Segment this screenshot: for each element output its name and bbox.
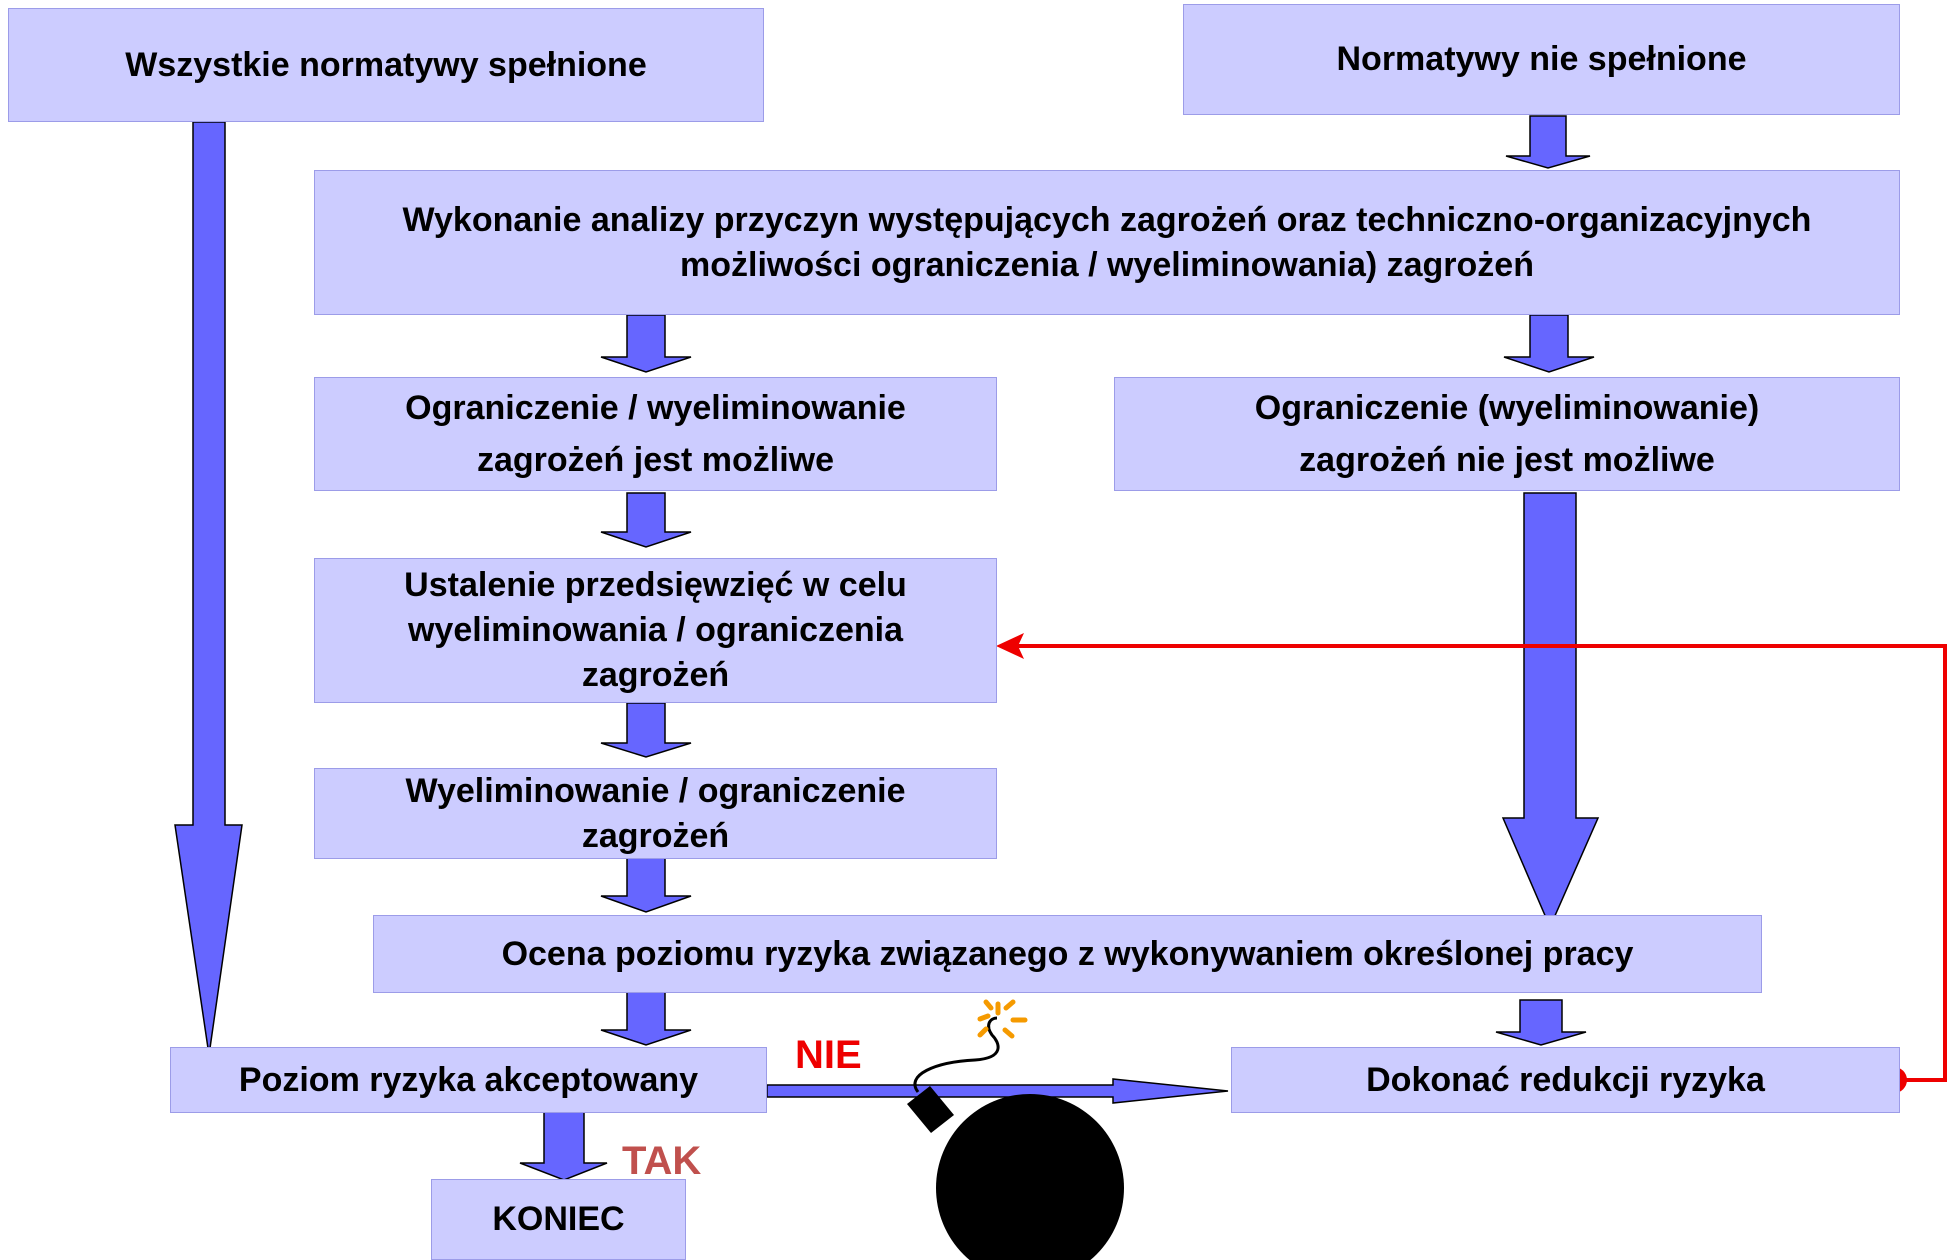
arrow-impossible-to-assessment	[1501, 492, 1600, 929]
arrow-accepted-to-end	[519, 1111, 608, 1181]
node-requirements-not-met-label: Normatywy nie spełnione	[1336, 40, 1747, 78]
node-reduction-possible-line-1: Ograniczenie / wyeliminowanie	[405, 388, 906, 427]
node-eliminate-hazards: Wyeliminowanie / ograniczenie zagrożeń	[314, 768, 997, 859]
label-yes: TAK	[622, 1139, 702, 1183]
arrow-not-met-to-analysis	[1505, 115, 1591, 169]
arrow-possible-to-measures	[600, 492, 692, 548]
node-reduction-possible: Ograniczenie / wyeliminowanie zagrożeń j…	[314, 377, 997, 491]
node-reduction-impossible: Ograniczenie (wyeliminowanie) zagrożeń n…	[1114, 377, 1900, 491]
node-reduction-impossible-line-2: zagrożeń nie jest możliwe	[1299, 440, 1715, 479]
node-end: KONIEC	[431, 1179, 686, 1260]
node-define-measures: Ustalenie przedsięwzięć w celu wyelimino…	[314, 558, 997, 703]
node-risk-assessment-label: Ocena poziomu ryzyka związanego z wykony…	[501, 934, 1634, 973]
node-all-requirements-met-label: Wszystkie normatywy spełnione	[125, 45, 647, 84]
arrow-accepted-to-reduce	[766, 1078, 1229, 1104]
feedback-arrowhead	[996, 633, 1024, 659]
node-all-requirements-met: Wszystkie normatywy spełnione	[8, 8, 764, 122]
node-hazard-analysis-line-2: możliwości ograniczenia / wyeliminowania…	[680, 245, 1534, 284]
node-hazard-analysis: Wykonanie analizy przyczyn występujących…	[314, 170, 1900, 315]
node-hazard-analysis-line-1: Wykonanie analizy przyczyn występujących…	[402, 200, 1812, 239]
node-end-label: KONIEC	[492, 1200, 625, 1238]
node-define-measures-line-2: wyeliminowania / ograniczenia	[407, 611, 904, 649]
node-reduce-risk-label: Dokonać redukcji ryzyka	[1366, 1060, 1765, 1099]
node-risk-accepted-label: Poziom ryzyka akceptowany	[238, 1060, 699, 1099]
arrow-analysis-to-impossible	[1503, 314, 1595, 373]
node-eliminate-hazards-line-2: zagrożeń	[581, 816, 730, 855]
node-risk-accepted: Poziom ryzyka akceptowany	[170, 1047, 767, 1113]
arrow-analysis-to-possible	[600, 314, 692, 373]
arrow-all-met-to-accepted	[174, 121, 243, 1056]
node-reduce-risk: Dokonać redukcji ryzyka	[1231, 1047, 1900, 1113]
node-reduction-possible-line-2: zagrożeń jest możliwe	[476, 440, 835, 479]
node-reduction-impossible-line-1: Ograniczenie (wyeliminowanie)	[1254, 388, 1760, 427]
node-risk-assessment: Ocena poziomu ryzyka związanego z wykony…	[373, 915, 1762, 993]
arrow-assessment-to-reduce	[1495, 999, 1587, 1046]
label-no: NIE	[795, 1033, 862, 1077]
node-requirements-not-met: Normatywy nie spełnione	[1183, 4, 1900, 115]
node-define-measures-line-3: zagrożeń	[581, 656, 730, 694]
node-define-measures-line-1: Ustalenie przedsięwzięć w celu	[404, 566, 907, 604]
bomb-icon	[907, 999, 1124, 1260]
node-eliminate-hazards-line-1: Wyeliminowanie / ograniczenie	[405, 771, 906, 810]
feedback-line	[1013, 644, 1947, 1082]
arrow-assessment-to-accepted	[600, 989, 692, 1046]
arrow-eliminate-to-assessment	[600, 857, 692, 913]
arrow-measures-to-eliminate	[600, 702, 692, 758]
